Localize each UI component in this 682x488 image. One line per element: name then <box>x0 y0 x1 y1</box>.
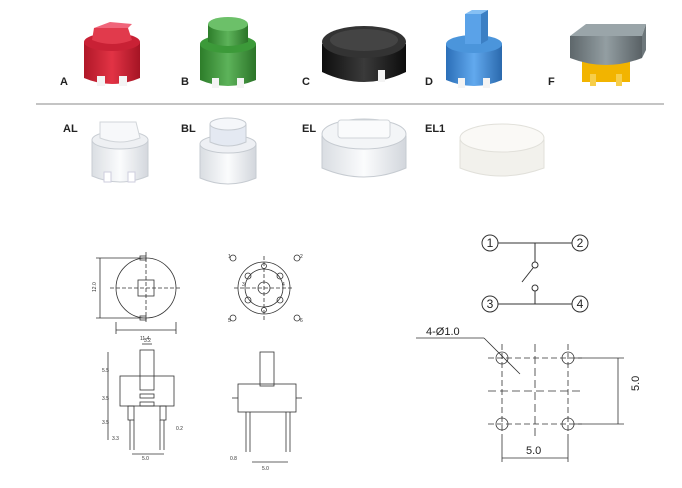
cap-label-b: B <box>181 76 189 88</box>
cap-label-a: A <box>60 76 68 88</box>
cap-b-image <box>200 17 256 88</box>
cap-label-d: D <box>425 76 433 88</box>
cap-label-c: C <box>302 76 310 88</box>
cap-a-image <box>84 22 140 86</box>
cap-label-el: EL <box>302 123 317 135</box>
cap-d-image <box>446 10 502 88</box>
cap-al-image <box>91 121 149 183</box>
cap-label-f: F <box>548 76 555 88</box>
cap-el1-image <box>459 123 545 177</box>
cap-f-image <box>570 24 646 86</box>
cap-el-image <box>321 118 407 178</box>
cap-c-image <box>322 26 406 82</box>
cap-label-bl: BL <box>181 123 196 135</box>
cap-label-al: AL <box>63 123 78 135</box>
cap-bl-image <box>199 117 257 185</box>
cap-label-el1: EL1 <box>425 123 446 135</box>
